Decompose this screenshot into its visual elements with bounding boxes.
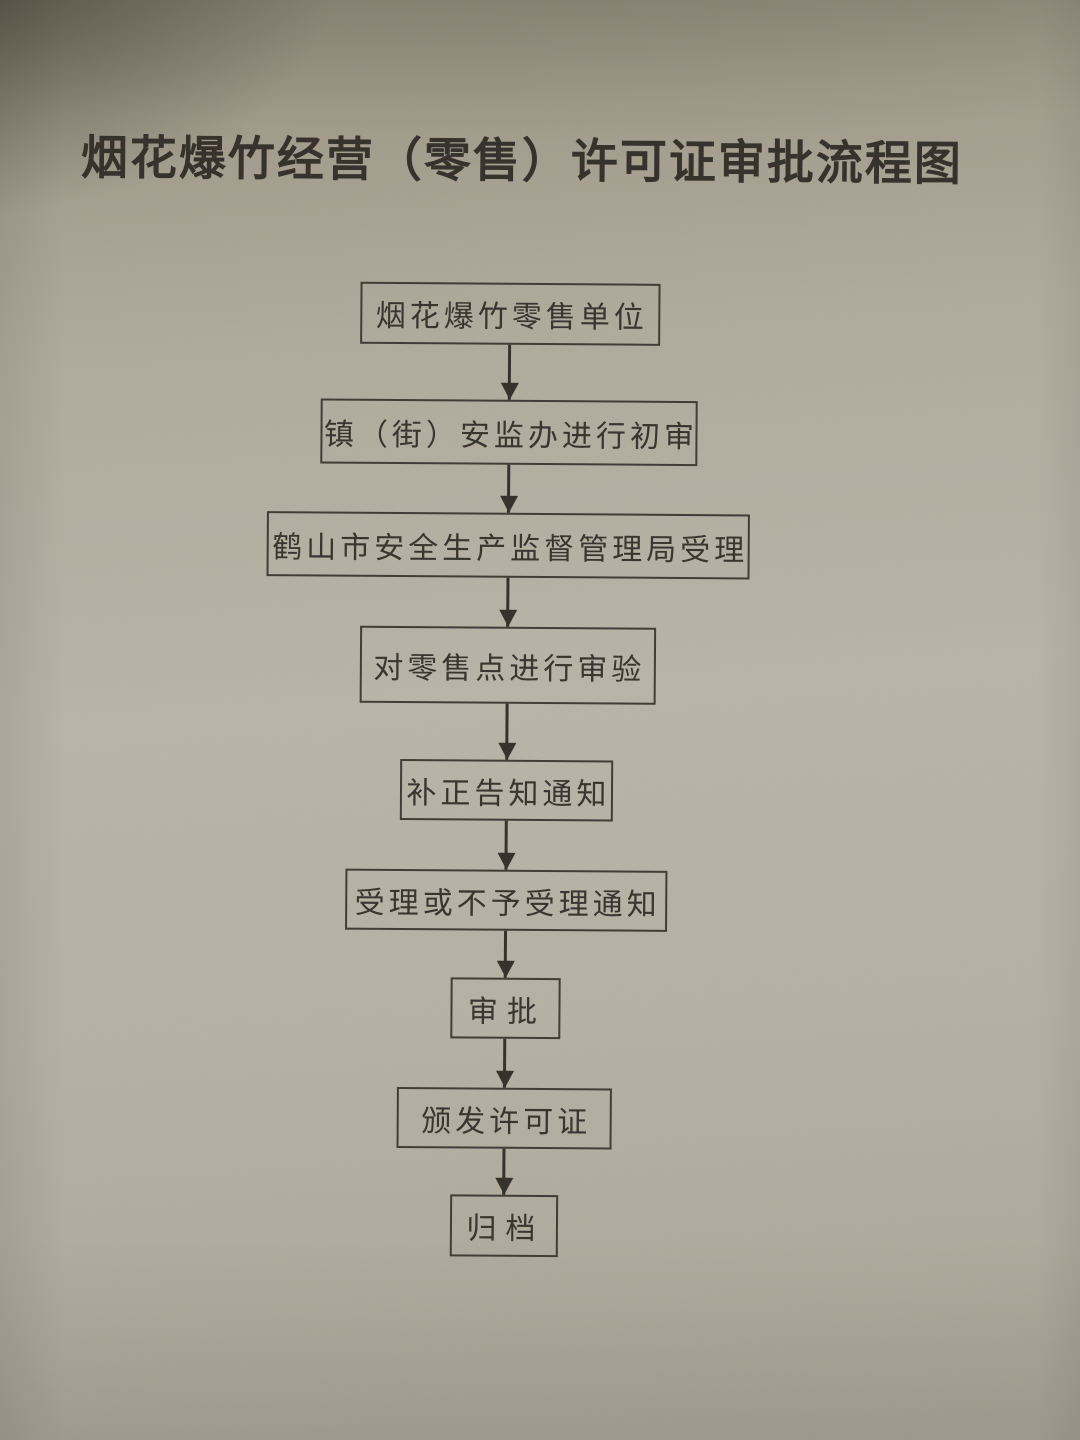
arrow-down-icon — [502, 1148, 506, 1195]
arrow-down-icon — [506, 464, 511, 513]
flow-step-site-inspection: 对零售点进行审验 — [359, 625, 656, 705]
arrow-down-icon — [506, 577, 510, 627]
flow-step-approval: 审批 — [449, 977, 561, 1040]
flow-step-issue-license: 颁发许可证 — [396, 1087, 612, 1150]
page-title: 烟花爆竹经营（零售）许可证审批流程图 — [80, 130, 964, 192]
flow-step-archive: 归档 — [449, 1194, 558, 1258]
arrow-down-icon — [505, 703, 509, 760]
flow-step-bureau-acceptance: 鹤山市安全生产监督管理局受理 — [266, 511, 750, 580]
flow-step-town-initial-review: 镇（街）安监办进行初审 — [320, 398, 698, 467]
arrow-down-icon — [503, 930, 508, 978]
flowchart: 烟花爆竹零售单位 镇（街）安监办进行初审 鹤山市安全生产监督管理局受理 对零售点… — [262, 281, 752, 1258]
flow-step-acceptance-notice: 受理或不予受理通知 — [344, 868, 667, 932]
flow-step-retail-unit: 烟花爆竹零售单位 — [359, 281, 661, 346]
arrow-down-icon — [504, 820, 508, 870]
arrow-down-icon — [507, 344, 512, 400]
arrow-down-icon — [502, 1038, 507, 1088]
flow-step-correction-notice: 补正告知通知 — [399, 759, 614, 822]
